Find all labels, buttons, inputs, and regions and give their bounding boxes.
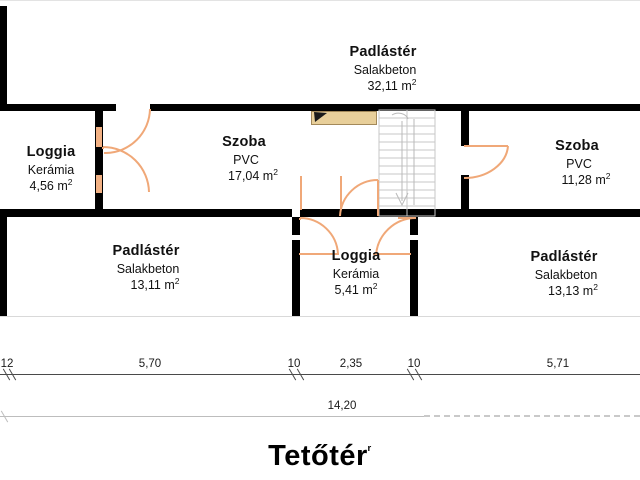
room-material: Salakbeton [353, 62, 417, 77]
room-name: Padlástér [349, 44, 417, 60]
wall-interior-vertical-stair-right-bottom [461, 175, 469, 217]
wall-interior-horizontal-middle-right [300, 209, 640, 217]
dimension-line-total [0, 416, 424, 417]
wall-interior-horizontal-top-left [0, 104, 116, 111]
wall-loggia-bottom-left [292, 240, 300, 317]
dimension-label-partial-left: 12 [0, 358, 14, 370]
page-title-text: Tetőtér [268, 440, 368, 472]
door-swing-icon-top-left [104, 108, 151, 154]
window-opening-loggia-left-lower [95, 174, 103, 194]
wall-interior-horizontal-top-right [150, 104, 640, 111]
door-swing-icon-loggia-bottom-left [299, 216, 339, 255]
wall-interior-vertical-loggia-left-bottom [95, 194, 103, 217]
room-material: Salakbeton [116, 261, 180, 276]
dimension-line-chain [0, 374, 640, 375]
door-swing-icon-stair-hall-down [339, 178, 379, 217]
room-area: 13,13 m2 [548, 281, 598, 298]
room-name: Loggia [331, 248, 381, 264]
room-area: 5,41 m2 [334, 280, 378, 297]
room-area: 17,04 m2 [228, 166, 278, 183]
room-label-attic-bottom-left: Padlástér Salakbeton 13,11 m2 [76, 242, 216, 293]
wall-interior-vertical-loggia-left-top [95, 104, 103, 126]
room-name: Szoba [222, 134, 266, 150]
window-opening-loggia-left-upper [95, 126, 103, 148]
room-area: 13,11 m2 [130, 275, 180, 292]
threshold-stair-hall-top [340, 176, 342, 210]
room-material: Salakbeton [534, 267, 598, 282]
room-name: Padlástér [112, 243, 180, 259]
dimension-line-total-watermark [424, 415, 640, 417]
window-sill-slab [311, 111, 377, 125]
dimension-label-total: 14,20 [327, 400, 357, 412]
room-label-attic-bottom-right: Padlástér Salakbeton 13,13 m2 [494, 248, 634, 299]
door-swing-icon-right-room [463, 145, 509, 180]
room-name: Loggia [26, 144, 76, 160]
dimension-label-10-right: 10 [407, 358, 421, 370]
room-label-loggia-bottom: Loggia Kerámia 5,41 m2 [308, 247, 404, 298]
threshold-loggia-bottom-left [299, 253, 339, 255]
room-material: Kerámia [332, 266, 380, 281]
wall-interior-vertical-loggia-left-mid [95, 148, 103, 174]
room-name: Szoba [555, 138, 599, 154]
wall-exterior-left-upper [0, 6, 7, 110]
door-swing-icon-loggia-bottom-right [375, 216, 417, 257]
wall-interior-vertical-stair-right-top [461, 104, 469, 146]
wall-loggia-bottom-right-stub [410, 217, 418, 235]
dimension-label-5-71: 5,71 [546, 358, 570, 370]
wall-loggia-bottom-right [410, 240, 418, 317]
staircase-icon [378, 109, 436, 217]
door-swing-icon-loggia-left [102, 146, 150, 193]
page-title: Tetőtérʳ [220, 440, 420, 473]
threshold-loggia-bottom-right [373, 253, 411, 255]
room-label-room-left: Szoba PVC 17,04 m2 [185, 133, 303, 184]
room-area: 11,28 m2 [561, 170, 611, 187]
room-label-loggia-left: Loggia Kerámia 4,56 m2 [8, 143, 94, 194]
slab-corner-marker-icon [314, 112, 327, 122]
room-material: PVC [233, 152, 259, 167]
room-label-room-right: Szoba PVC 11,28 m2 [522, 137, 632, 188]
wall-exterior-left-lower [0, 209, 7, 317]
drawing-frame-bottom-edge [0, 316, 640, 317]
drawing-frame-top-edge [0, 0, 640, 1]
stair-arrow-icon [391, 112, 415, 207]
threshold-stair-hall-left [300, 176, 302, 210]
room-area: 4,56 m2 [29, 176, 73, 193]
room-label-attic-top: Padlástér Salakbeton 32,11 m2 [313, 43, 453, 94]
wall-loggia-bottom-left-stub [292, 217, 300, 235]
wall-interior-horizontal-middle-left [0, 209, 292, 217]
page-title-suffix: ʳ [367, 441, 372, 458]
dimension-label-10-left: 10 [287, 358, 301, 370]
room-material: PVC [566, 156, 592, 171]
room-area: 32,11 m2 [367, 76, 417, 93]
room-material: Kerámia [27, 162, 75, 177]
dimension-label-2-35: 2,35 [339, 358, 363, 370]
dimension-label-5-70: 5,70 [138, 358, 162, 370]
room-name: Padlástér [530, 249, 598, 265]
